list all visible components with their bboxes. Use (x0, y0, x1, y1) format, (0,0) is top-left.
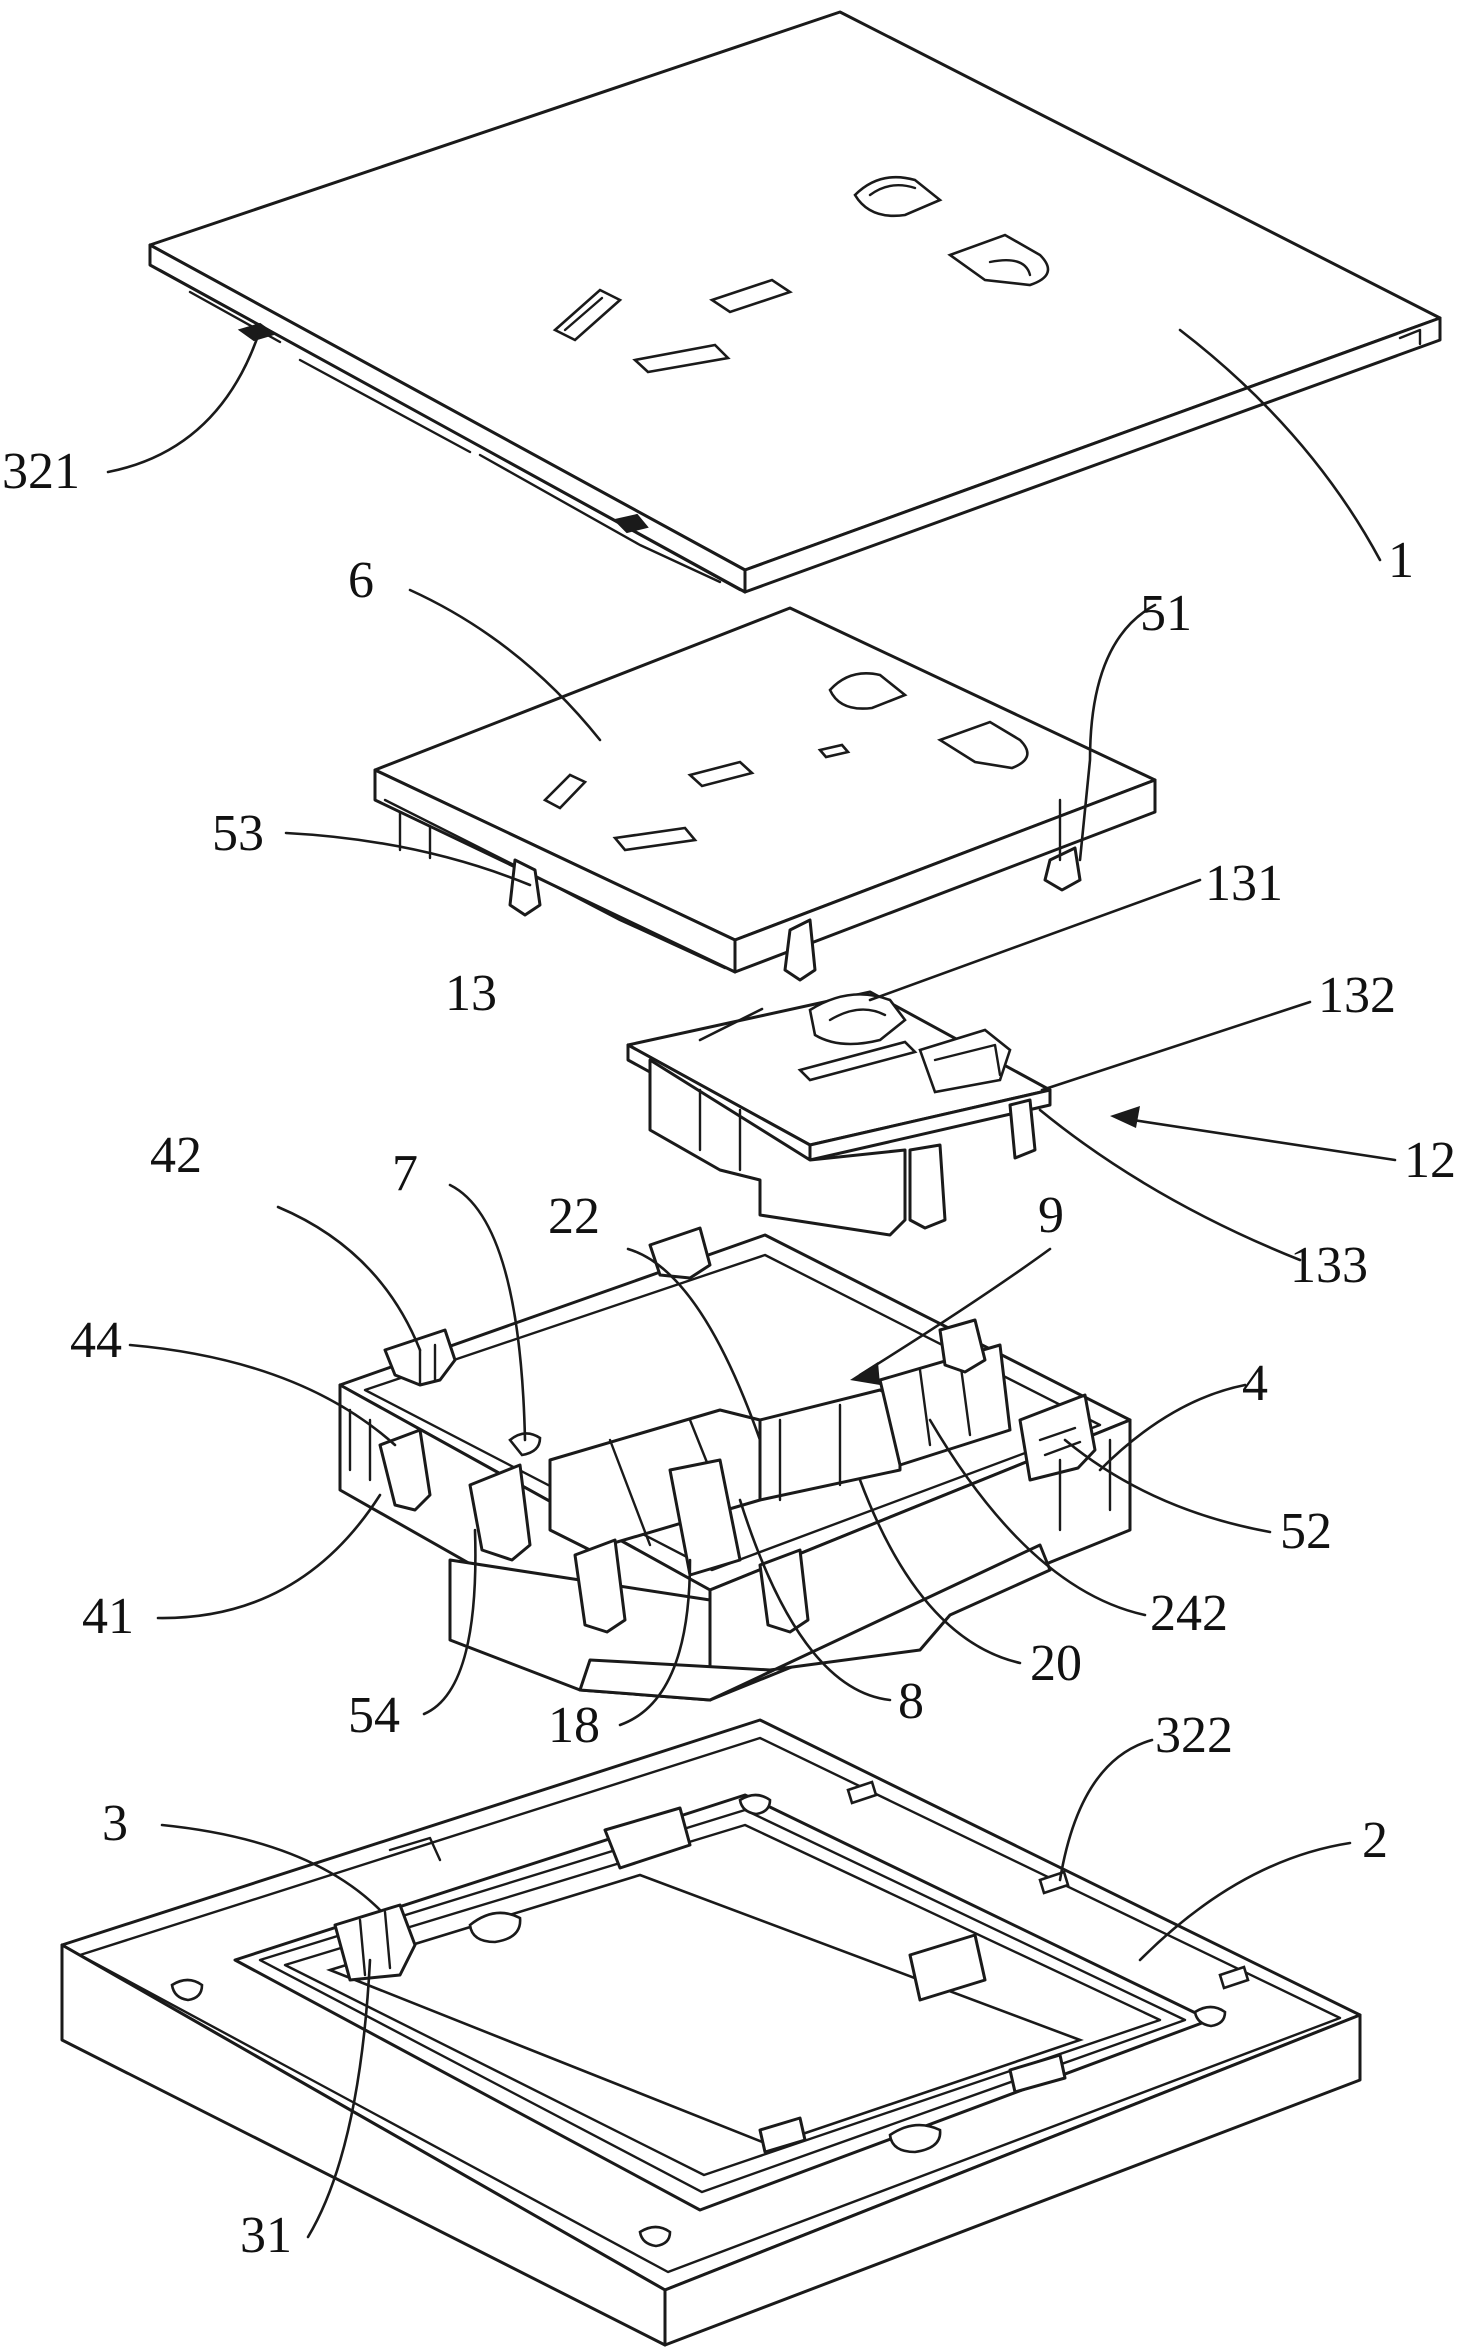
ref-53: 53 (212, 805, 264, 862)
ref-4: 4 (1242, 1355, 1268, 1412)
leader-41 (158, 1495, 380, 1618)
ref-242: 242 (1150, 1585, 1228, 1642)
ref-131: 131 (1205, 855, 1283, 912)
leader-322 (1060, 1740, 1152, 1880)
ref-41: 41 (82, 1588, 134, 1645)
leader-321 (108, 330, 260, 472)
leader-132 (1042, 1002, 1310, 1090)
ref-9: 9 (1038, 1187, 1064, 1244)
ref-321: 321 (2, 443, 80, 500)
arrow-12 (1110, 1106, 1140, 1128)
ref-51: 51 (1140, 585, 1192, 642)
ref-12: 12 (1404, 1132, 1456, 1189)
ref-8: 8 (898, 1673, 924, 1730)
ref-42: 42 (150, 1127, 202, 1184)
ref-18: 18 (548, 1697, 600, 1754)
inner-cover-plate (375, 608, 1155, 980)
leader-133 (1040, 1110, 1300, 1260)
leader-42 (278, 1207, 420, 1350)
ref-13: 13 (445, 965, 497, 1022)
ref-54: 54 (348, 1687, 400, 1744)
ref-22: 22 (548, 1188, 600, 1245)
ref-132: 132 (1318, 967, 1396, 1024)
ref-2: 2 (1362, 1812, 1388, 1869)
ref-7: 7 (392, 1145, 418, 1202)
ref-3: 3 (102, 1795, 128, 1852)
shutter-module (628, 992, 1050, 1235)
ref-1: 1 (1388, 532, 1414, 589)
ref-31: 31 (240, 2207, 292, 2264)
ref-20: 20 (1030, 1635, 1082, 1692)
ref-133: 133 (1290, 1237, 1368, 1294)
ref-6: 6 (348, 552, 374, 609)
leader-12 (1120, 1118, 1395, 1160)
base-body (340, 1228, 1130, 1700)
ref-322: 322 (1155, 1707, 1233, 1764)
ref-44: 44 (70, 1312, 122, 1369)
ref-52: 52 (1280, 1503, 1332, 1560)
face-panel (150, 12, 1440, 592)
